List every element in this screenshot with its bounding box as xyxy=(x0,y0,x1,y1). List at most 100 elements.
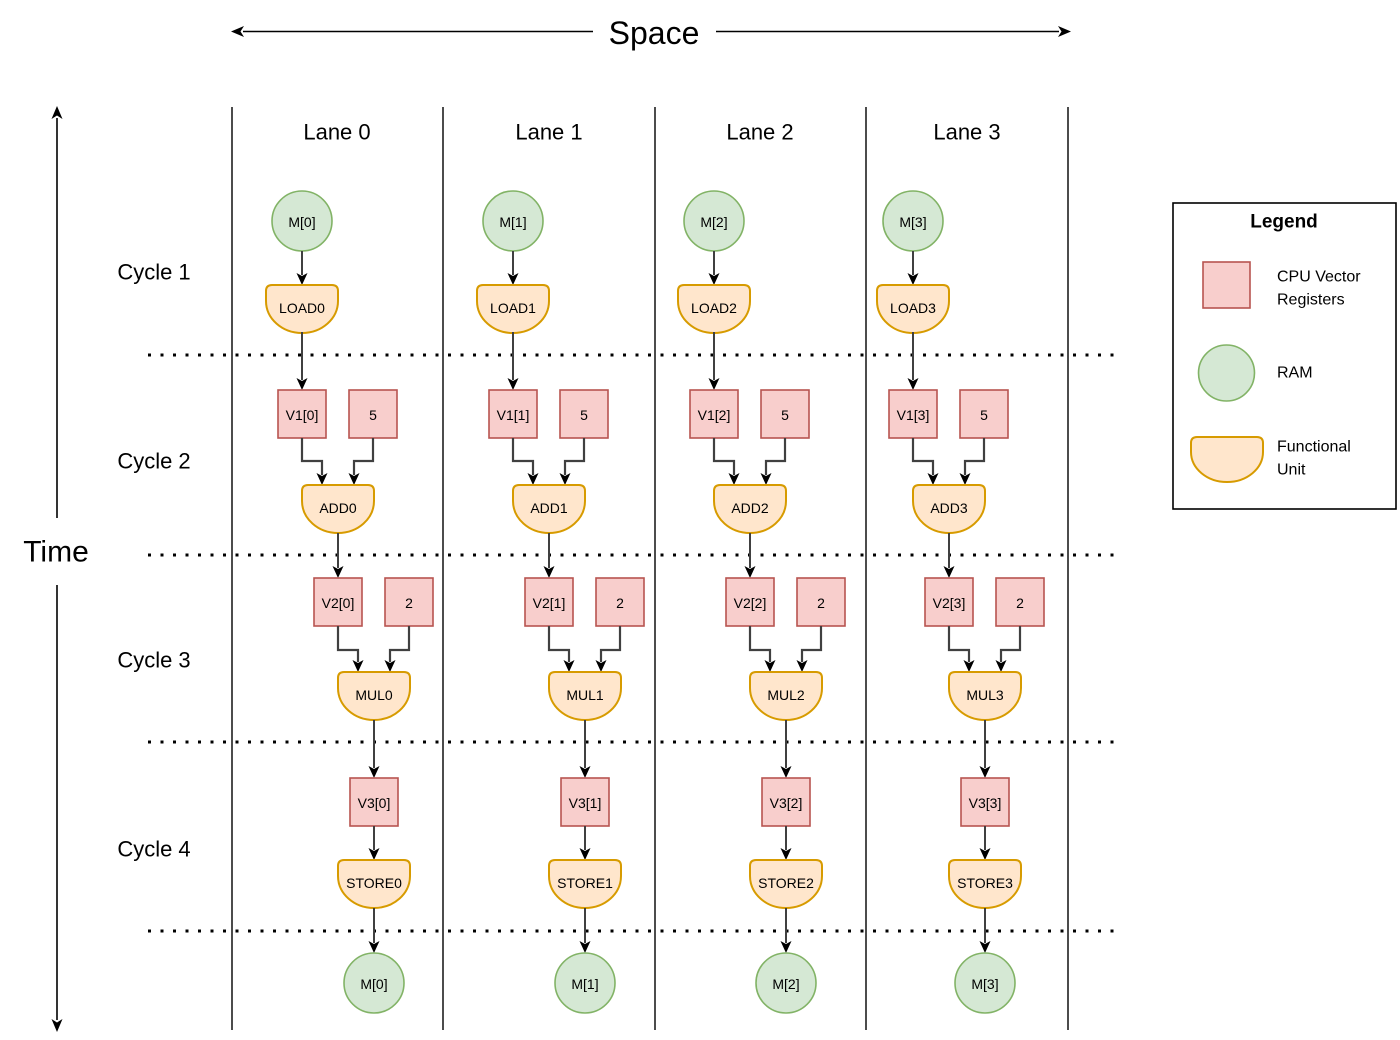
arrowhead-icon xyxy=(708,273,720,285)
arrowhead-icon xyxy=(352,660,364,672)
elbow-connector xyxy=(388,626,411,662)
elbow-connector xyxy=(911,438,935,475)
cycle-label-3: Cycle 3 xyxy=(117,648,190,673)
lane-dividers xyxy=(231,107,1069,1030)
arrowhead-icon xyxy=(728,473,740,485)
arrowhead-icon xyxy=(764,660,776,672)
elbow-connector xyxy=(563,438,586,475)
elbow-connector xyxy=(336,626,360,662)
v3-register-lane1-label: V3[1] xyxy=(569,795,602,811)
store-unit-lane2-label: STORE2 xyxy=(758,875,814,891)
arrowhead-icon xyxy=(348,473,360,485)
legend-fu-label-line1: Functional xyxy=(1277,439,1351,456)
mem-out-node-lane2-label: M[2] xyxy=(772,976,799,992)
arrowhead-icon xyxy=(579,766,591,778)
lane-headers: Lane 0 Lane 1 Lane 2 Lane 3 xyxy=(303,120,1000,145)
functional-unit-icon xyxy=(1190,436,1264,483)
v1-register-lane3-label: V1[3] xyxy=(897,407,930,423)
mul-unit-lane1-label: MUL1 xyxy=(566,687,604,703)
v3-register-lane3 xyxy=(960,777,1010,827)
v1-register-lane2-label: V1[2] xyxy=(698,407,731,423)
time-axis: Time xyxy=(23,106,89,1032)
addend-constant-lane0-label: 5 xyxy=(369,407,377,423)
mul-unit-lane0 xyxy=(337,671,411,721)
factor-constant-lane3 xyxy=(995,577,1045,627)
store-unit-lane1-label: STORE1 xyxy=(557,875,613,891)
register-square-icon xyxy=(1202,261,1251,309)
space-axis: Space xyxy=(231,15,1071,51)
mem-out-node-lane2 xyxy=(755,952,817,1014)
add-unit-lane0-label: ADD0 xyxy=(319,500,357,516)
v2-register-lane3-label: V2[3] xyxy=(933,595,966,611)
mul-unit-lane0-label: MUL0 xyxy=(355,687,393,703)
store-unit-lane3 xyxy=(948,859,1022,909)
addend-constant-lane3-label: 5 xyxy=(980,407,988,423)
elbow-connector xyxy=(300,438,324,475)
addend-constant-lane1 xyxy=(559,389,609,439)
store-unit-lane2 xyxy=(749,859,823,909)
elbow-connector xyxy=(800,626,823,662)
cycle-separators xyxy=(148,353,1123,933)
legend: Legend CPU Vector Registers RAM Function… xyxy=(1172,202,1397,510)
mul-unit-lane1 xyxy=(548,671,622,721)
v2-register-lane0 xyxy=(313,577,363,627)
arrowhead-icon xyxy=(296,378,308,390)
v1-register-lane2 xyxy=(689,389,739,439)
elbow-connector xyxy=(764,438,787,475)
elbow-connector xyxy=(511,438,535,475)
mem-in-node-lane1-label: M[1] xyxy=(499,214,526,230)
load-unit-lane1-label: LOAD1 xyxy=(490,300,536,316)
arrowhead-icon xyxy=(760,473,772,485)
time-axis-up-arrowhead-icon xyxy=(51,106,63,119)
v2-register-lane3 xyxy=(924,577,974,627)
cycle-label-2: Cycle 2 xyxy=(117,449,190,474)
legend-title: Legend xyxy=(1250,212,1318,233)
arrowhead-icon xyxy=(368,941,380,953)
mem-in-node-lane2-label: M[2] xyxy=(700,214,727,230)
v3-register-lane0 xyxy=(349,777,399,827)
load-unit-lane2-label: LOAD2 xyxy=(691,300,737,316)
arrowhead-icon xyxy=(368,766,380,778)
lanes-layer: M[0]LOAD0V1[0]5ADD0V2[0]2MUL0V3[0]STORE0… xyxy=(265,190,1045,1014)
elbow-connector xyxy=(947,626,971,662)
v1-register-lane1 xyxy=(488,389,538,439)
arrowhead-icon xyxy=(384,660,396,672)
mul-unit-lane2 xyxy=(749,671,823,721)
mem-out-node-lane0-label: M[0] xyxy=(360,976,387,992)
factor-constant-lane3-label: 2 xyxy=(1016,595,1024,611)
v2-register-lane2-label: V2[2] xyxy=(734,595,767,611)
v2-register-lane1 xyxy=(524,577,574,627)
space-axis-left-arrowhead-icon xyxy=(231,26,244,37)
ram-circle-icon xyxy=(1197,344,1256,402)
mul-unit-lane2-label: MUL2 xyxy=(767,687,805,703)
arrowhead-icon xyxy=(995,660,1007,672)
arrowhead-icon xyxy=(543,566,555,578)
arrowhead-icon xyxy=(296,273,308,285)
elbow-connector xyxy=(712,438,736,475)
lane-0: M[0]LOAD0V1[0]5ADD0V2[0]2MUL0V3[0]STORE0… xyxy=(265,190,434,1014)
arrowhead-icon xyxy=(979,848,991,860)
factor-constant-lane1 xyxy=(595,577,645,627)
arrowhead-icon xyxy=(507,273,519,285)
addend-constant-lane2-label: 5 xyxy=(781,407,789,423)
add-unit-lane3-label: ADD3 xyxy=(930,500,968,516)
time-axis-down-arrowhead-icon xyxy=(51,1019,63,1032)
factor-constant-lane1-label: 2 xyxy=(616,595,624,611)
lane-1: M[1]LOAD1V1[1]5ADD1V2[1]2MUL1V3[1]STORE1… xyxy=(476,190,645,1014)
space-axis-right-arrowhead-icon xyxy=(1058,26,1071,37)
arrowhead-icon xyxy=(979,766,991,778)
load-unit-lane0-label: LOAD0 xyxy=(279,300,325,316)
mem-in-node-lane0-label: M[0] xyxy=(288,214,315,230)
elbow-connector xyxy=(963,438,986,475)
v3-register-lane3-label: V3[3] xyxy=(969,795,1002,811)
mem-in-node-lane3-label: M[3] xyxy=(899,214,926,230)
factor-constant-lane2-label: 2 xyxy=(817,595,825,611)
factor-constant-lane0-label: 2 xyxy=(405,595,413,611)
arrowhead-icon xyxy=(507,378,519,390)
add-unit-lane2-label: ADD2 xyxy=(731,500,769,516)
lane-header-1: Lane 1 xyxy=(515,120,582,145)
cycle-labels: Cycle 1 Cycle 2 Cycle 3 Cycle 4 xyxy=(117,260,190,862)
store-unit-lane3-label: STORE3 xyxy=(957,875,1013,891)
lane-2: M[2]LOAD2V1[2]5ADD2V2[2]2MUL2V3[2]STORE2… xyxy=(677,190,846,1014)
mul-unit-lane3 xyxy=(948,671,1022,721)
